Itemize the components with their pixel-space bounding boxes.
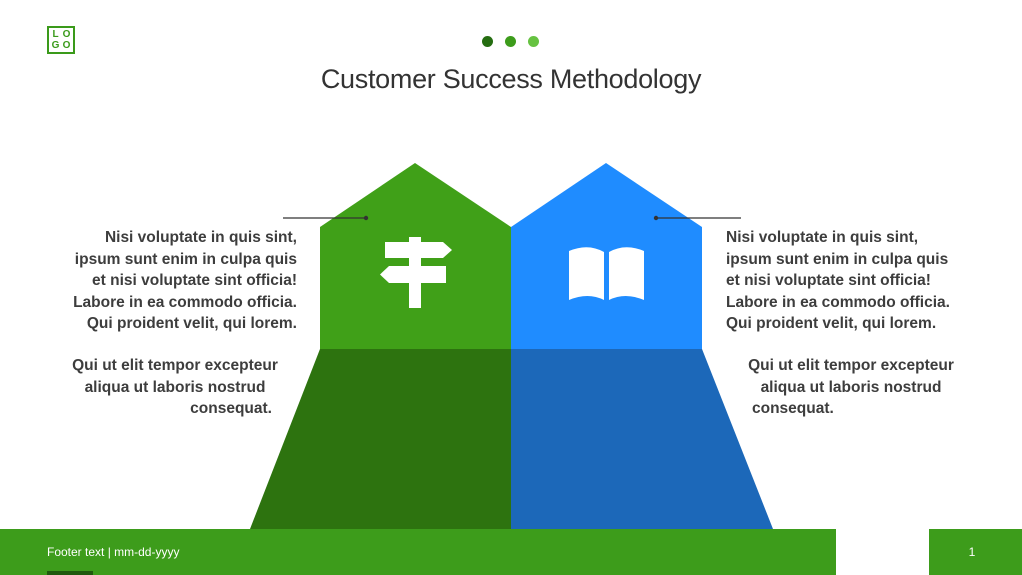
progress-dots	[482, 36, 539, 47]
left-connector-line	[283, 215, 369, 221]
dot-3	[528, 36, 539, 47]
right-base-trapezoid	[511, 349, 773, 529]
text-line: ipsum sunt enim in culpa quis	[74, 250, 297, 268]
right-paragraph-1: Nisi voluptate in quis sint, ipsum sunt …	[726, 227, 950, 335]
footer-bar	[0, 529, 836, 575]
text-line: Qui proident velit, qui lorem.	[726, 315, 937, 332]
logo-letter: O	[62, 28, 71, 40]
text-line: aliqua ut laboris nostrud	[84, 378, 266, 396]
footer-accent	[47, 571, 93, 575]
right-house-shape	[511, 163, 702, 349]
text-line: Qui proident velit, qui lorem.	[86, 315, 297, 332]
dot-1	[482, 36, 493, 47]
logo: L O G O	[47, 26, 75, 54]
logo-letter: O	[62, 39, 71, 51]
right-connector-line	[653, 215, 741, 221]
text-line: et nisi voluptate sint officia!	[726, 272, 931, 289]
page-number-box	[929, 529, 1022, 575]
footer-text: Footer text | mm-dd-yyyy	[47, 545, 180, 559]
text-line: et nisi voluptate sint officia!	[92, 272, 297, 289]
text-line: Labore in ea commodo officia.	[726, 293, 950, 311]
text-line: consequat.	[190, 400, 272, 417]
left-paragraph-1: Nisi voluptate in quis sint, ipsum sunt …	[73, 227, 297, 335]
text-line: consequat.	[752, 400, 834, 417]
text-line: Labore in ea commodo officia.	[73, 293, 297, 311]
text-line: Nisi voluptate in quis sint,	[104, 229, 297, 246]
text-line: Qui ut elit tempor excepteur	[72, 357, 278, 374]
text-line: ipsum sunt enim in culpa quis	[726, 250, 949, 268]
logo-letter: L	[52, 28, 59, 40]
logo-letter: G	[51, 39, 60, 51]
page-number: 1	[968, 545, 976, 559]
open-book-icon	[569, 247, 644, 300]
text-line: Nisi voluptate in quis sint,	[726, 229, 919, 246]
text-line: Qui ut elit tempor excepteur	[748, 357, 954, 374]
page-title: Customer Success Methodology	[320, 64, 702, 94]
text-line: aliqua ut laboris nostrud	[760, 378, 942, 396]
signpost-icon	[380, 237, 452, 308]
left-base-trapezoid	[250, 349, 511, 529]
dot-2	[505, 36, 516, 47]
left-paragraph-2: Qui ut elit tempor excepteur aliqua ut l…	[62, 355, 288, 420]
right-paragraph-2: Qui ut elit tempor excepteur aliqua ut l…	[735, 355, 967, 420]
